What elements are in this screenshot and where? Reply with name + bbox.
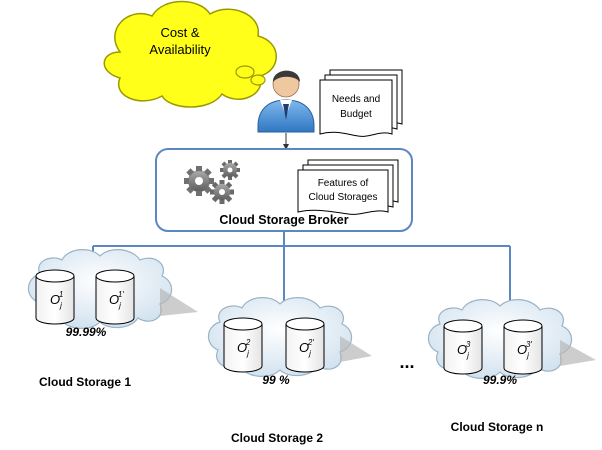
svg-text:Oj2′: Oj 2′ [299,338,314,358]
ellipsis: ... [399,352,414,372]
storage-name-2: Cloud Storage 2 [231,431,323,445]
user-icon [257,70,315,133]
object-sub-2a: j [246,349,249,358]
thought-line-1: Cost & [160,25,199,40]
svg-text:Oj1: Oj 1 [50,290,63,310]
features-line-2: Cloud Storages [309,192,378,203]
database-cylinder: Oj 3 [443,319,483,375]
object-sup-nb: 3′ [526,340,532,349]
object-sub-nb: j [526,351,529,360]
object-sup-1b: 1′ [118,290,124,299]
features-line-1: Features of [318,178,369,189]
object-sup-2b: 2′ [307,338,314,347]
svg-text:Oj3′: Oj 3′ [517,340,532,360]
gears-icon [184,160,240,204]
availability-n: 99.9% [483,373,517,387]
object-sub-1b: j [118,301,121,310]
object-base-2b: O [299,340,309,355]
cloud-storage-2: Oj 2 Oj 2′ 99 % [207,297,372,387]
database-cylinder: Oj 2 [223,317,263,373]
object-sup-1a: 1 [59,290,63,299]
object-sup-2a: 2 [245,338,251,347]
storage-name-1: Cloud Storage 1 [39,375,131,389]
broker-title: Cloud Storage Broker [219,213,348,227]
database-cylinder: Oj 3′ [503,319,543,375]
thought-line-2: Availability [149,42,211,57]
features-document: Features of Cloud Storages [297,159,399,215]
database-cylinder: Oj 2′ [285,317,325,373]
cloud-storage-n: Oj 3 Oj 3′ 99.9% [427,299,596,387]
svg-text:Oj3: Oj 3 [457,340,471,360]
database-cylinder: Oj 1 [35,269,75,325]
cloud-storage-1: Oj 1 Oj 1′ 99.99% [27,249,198,339]
object-sub-na: j [466,351,469,360]
svg-text:Oj2: Oj 2 [237,338,251,358]
svg-text:Oj1′: Oj 1′ [109,290,124,310]
object-base-1b: O [109,292,119,307]
object-base-2a: O [237,340,247,355]
object-base-nb: O [517,342,527,357]
object-base-1a: O [50,292,60,307]
database-cylinder: Oj 1′ [95,269,135,325]
object-sub-1a: j [59,301,62,310]
object-sup-na: 3 [466,340,471,349]
object-base-na: O [457,342,467,357]
availability-1: 99.99% [66,325,107,339]
object-sub-2b: j [308,349,311,358]
availability-2: 99 % [262,373,290,387]
storage-name-n: Cloud Storage n [451,420,544,434]
needs-line-1: Needs and [332,94,380,105]
needs-line-2: Budget [340,109,372,120]
thought-bubble: Cost & Availability [103,0,277,108]
needs-budget-document: Needs and Budget [319,69,403,137]
